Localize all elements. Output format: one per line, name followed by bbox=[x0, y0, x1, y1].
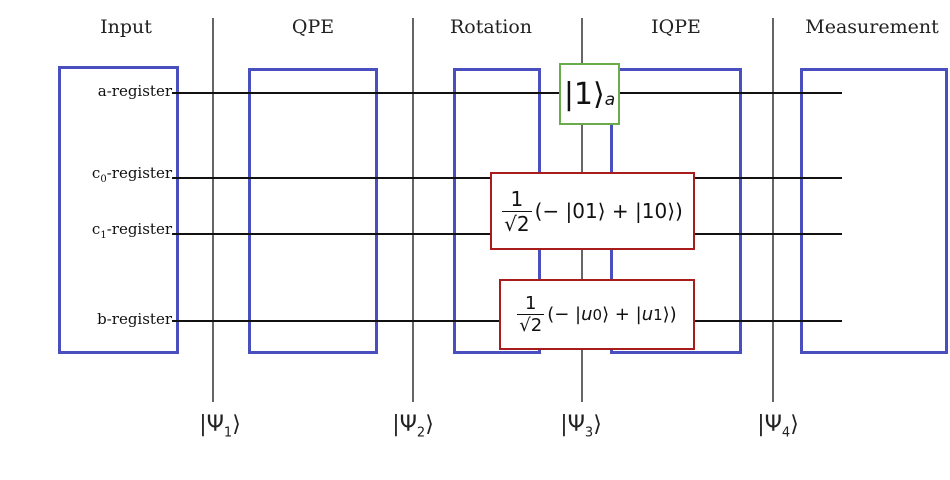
state-label-psi4: |Ψ4⟩ bbox=[757, 412, 799, 441]
fraction: 1 √2 bbox=[517, 293, 545, 336]
divider-1 bbox=[212, 18, 214, 402]
qpe-block bbox=[248, 68, 378, 354]
stage-label-measurement: Measurement bbox=[805, 16, 939, 38]
divider-4 bbox=[772, 18, 774, 402]
stage-label-rotation: Rotation bbox=[449, 16, 533, 38]
stage-label-iqpe: IQPE bbox=[651, 16, 701, 38]
clock-state-box: 1 √2 (− |01⟩ + |10⟩) bbox=[490, 172, 695, 250]
ancilla-state-box: |1⟩a bbox=[559, 63, 620, 125]
stage-label-input: Input bbox=[100, 16, 152, 38]
stage-label-qpe: QPE bbox=[291, 16, 335, 38]
register-label-c1: c1-register bbox=[91, 220, 172, 241]
measurement-block bbox=[800, 68, 948, 354]
input-block bbox=[58, 66, 179, 354]
state-label-psi2: |Ψ2⟩ bbox=[392, 412, 434, 441]
register-label-a: a-register bbox=[97, 82, 172, 100]
fraction: 1 √2 bbox=[502, 186, 532, 236]
register-label-b: b-register bbox=[97, 310, 172, 328]
register-label-c0: c0-register bbox=[91, 164, 172, 185]
state-label-psi3: |Ψ3⟩ bbox=[560, 412, 602, 441]
wire-a-register bbox=[172, 92, 842, 94]
state-label-psi1: |Ψ1⟩ bbox=[199, 412, 241, 441]
divider-2 bbox=[412, 18, 414, 402]
